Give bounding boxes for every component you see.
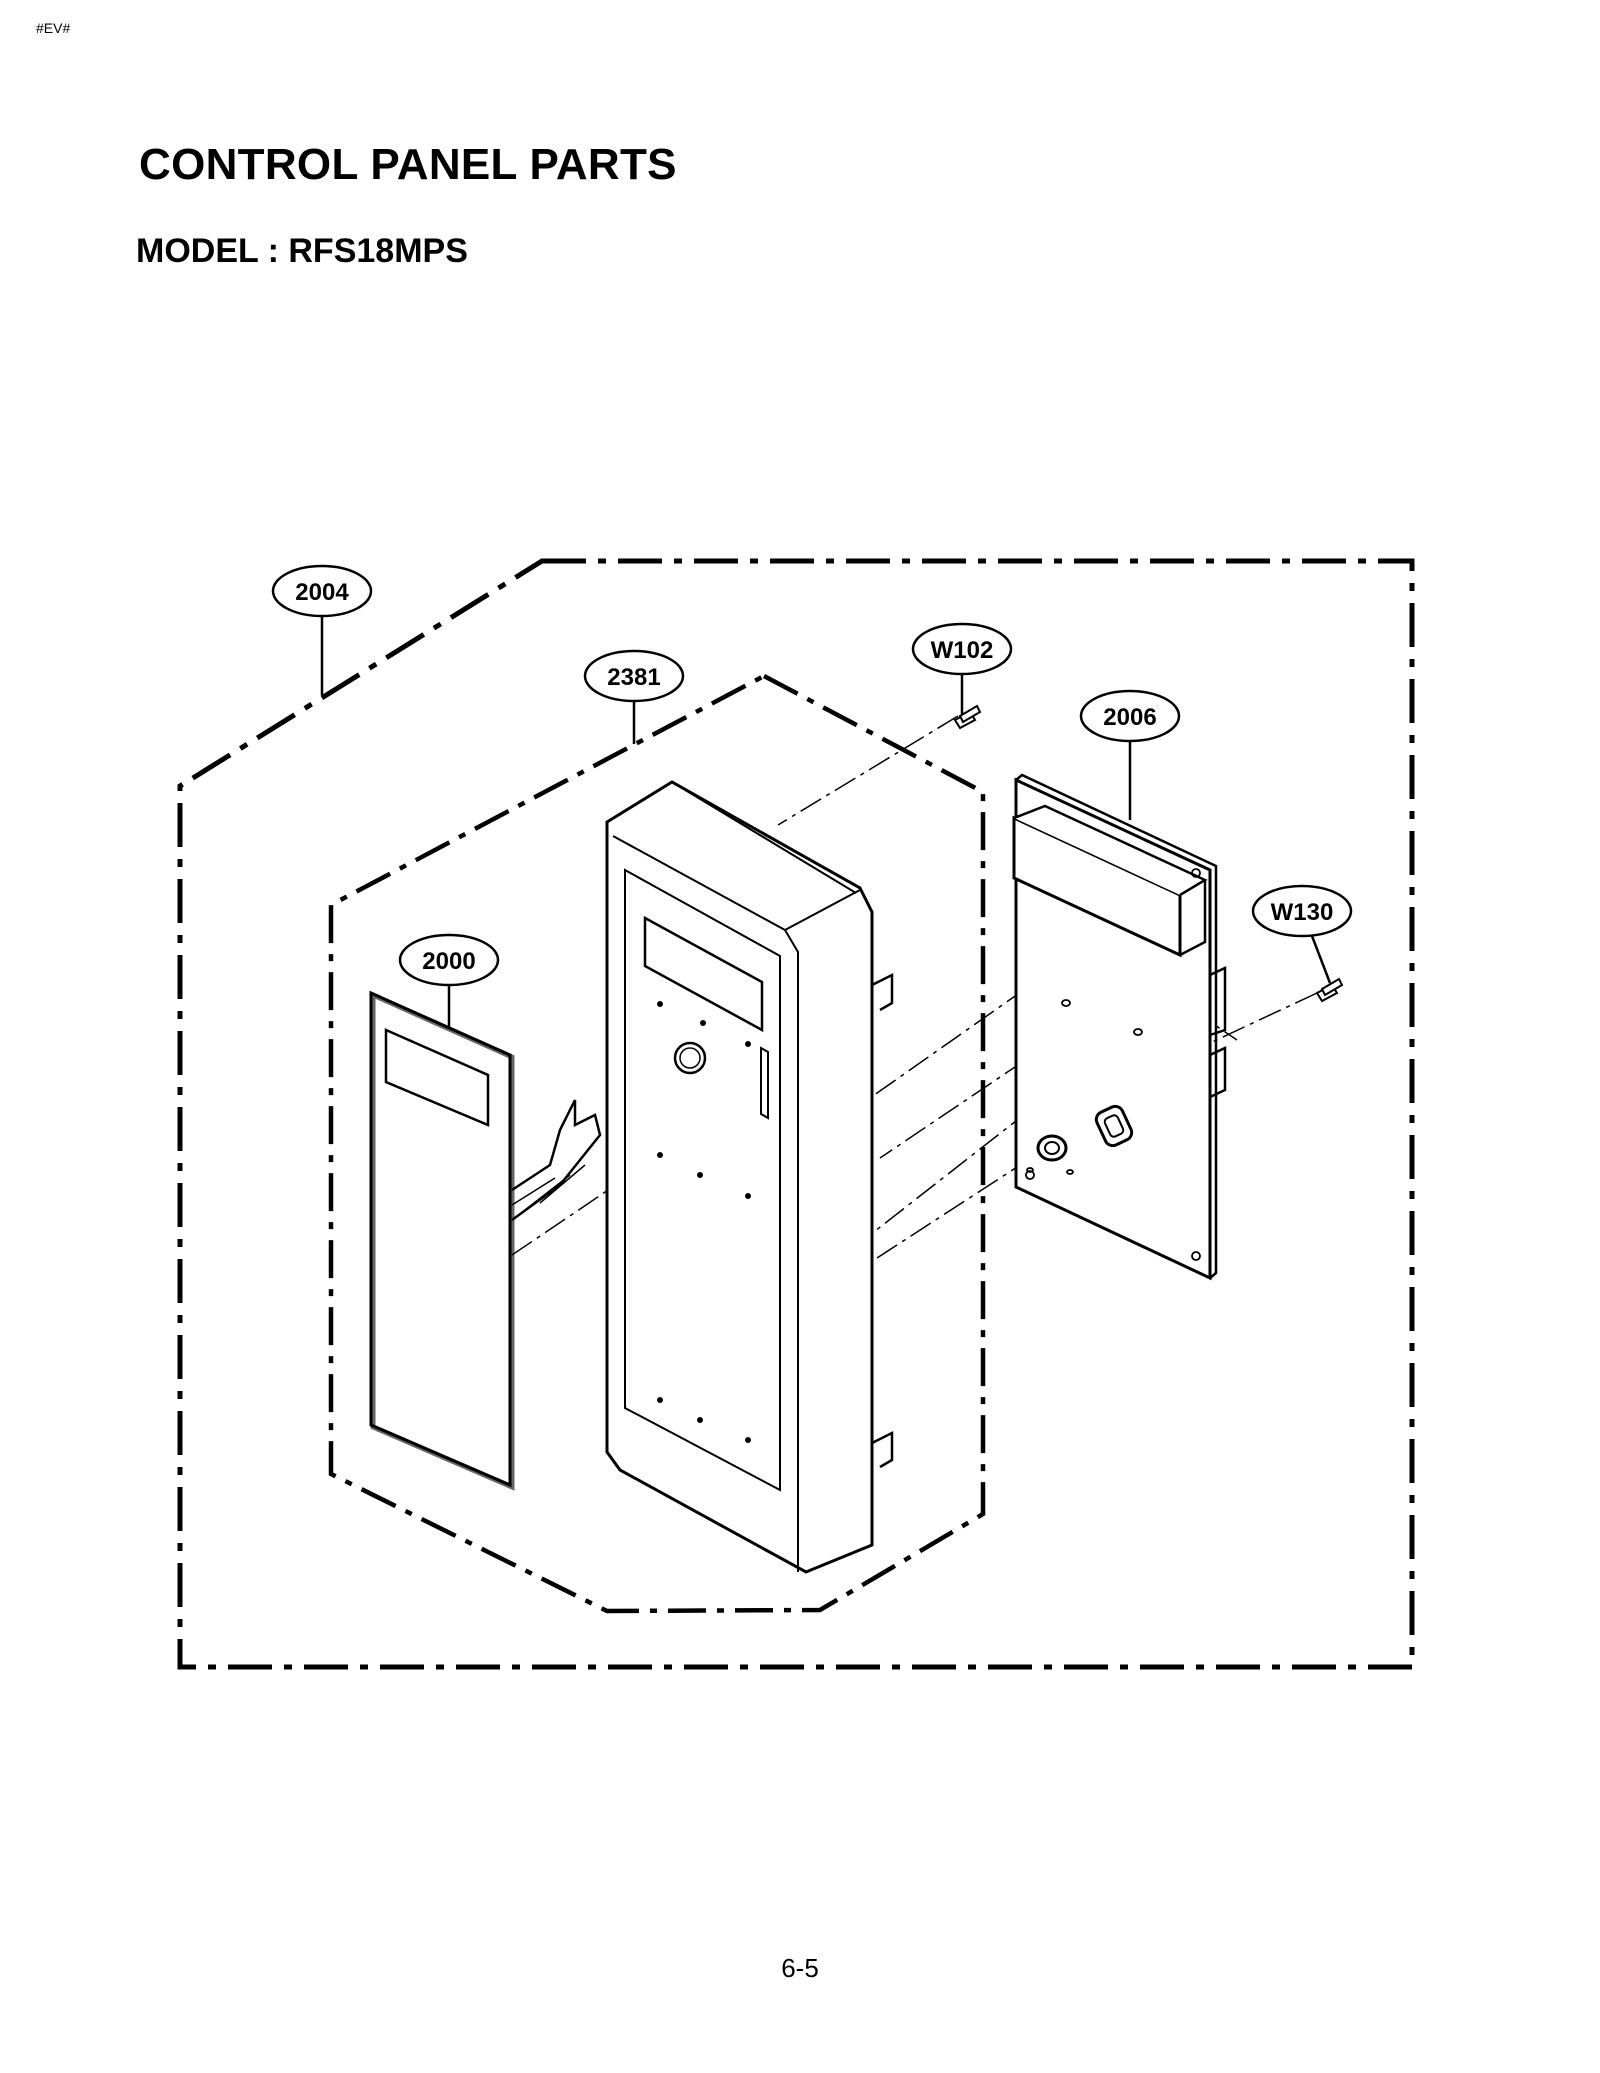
document-tag: #EV# <box>36 20 71 36</box>
screw-w130-icon <box>1315 977 1344 1003</box>
page-number: 6-5 <box>781 1953 819 1983</box>
assembly-boundary-2004 <box>177 558 1415 1670</box>
callout-2006: 2006 <box>1079 689 1181 743</box>
callout-label: 2000 <box>422 948 475 975</box>
screw-w102-icon <box>953 704 982 730</box>
callout-label: 2006 <box>1103 704 1156 731</box>
callout-2000: 2000 <box>398 933 500 987</box>
page-title: CONTROL PANEL PARTS <box>139 140 677 189</box>
part-2381-control-panel-frame <box>605 780 894 1574</box>
model-label: MODEL : RFS18MPS <box>136 232 468 270</box>
part-2000-keypad <box>369 990 602 1491</box>
part-2006-pcb <box>1012 773 1227 1281</box>
callout-w102: W102 <box>911 622 1013 676</box>
callout-2004: 2004 <box>271 564 373 618</box>
callout-label: 2381 <box>607 664 660 691</box>
callout-label: W130 <box>1271 899 1334 926</box>
callout-w130: W130 <box>1251 884 1353 938</box>
callout-2381: 2381 <box>583 649 685 703</box>
callout-label: W102 <box>931 637 994 664</box>
callout-leaders <box>320 616 1332 1028</box>
callout-label: 2004 <box>295 579 349 606</box>
assembly-boundary-2381 <box>328 673 986 1614</box>
